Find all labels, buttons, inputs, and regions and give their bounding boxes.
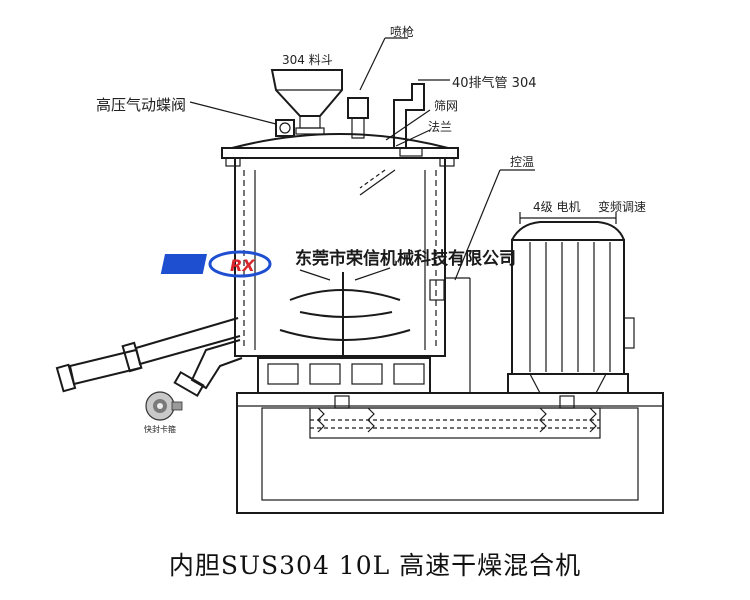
diagram-caption: 内胆SUS304 10L 高速干燥混合机 (168, 551, 582, 580)
quick-clamp (145, 391, 183, 421)
pneumatic-butterfly-valve (189, 101, 295, 137)
label-motor: 4级 电机 (533, 200, 580, 214)
screen-flange (359, 109, 431, 196)
label-screen: 筛网 (434, 98, 458, 113)
label-spray-gun: 喷枪 (390, 24, 414, 39)
company-logo: RX (160, 250, 272, 278)
logo-badge (160, 254, 208, 274)
motor (507, 212, 635, 394)
mixing-vessel (221, 133, 459, 394)
pulley-belt (309, 395, 601, 439)
base-frame (236, 392, 664, 514)
hopper (270, 69, 343, 135)
logo-text: RX (230, 256, 255, 275)
label-quick-clamp: 快封卡箍 (144, 424, 176, 434)
label-hopper: 304 料斗 (282, 53, 333, 67)
label-exhaust-pipe: 40排气管 304 (452, 75, 537, 91)
label-flange: 法兰 (428, 120, 452, 134)
label-pneumatic-valve: 高压气动蝶阀 (96, 96, 186, 114)
company-name: 东莞市荣信机械科技有限公司 (295, 248, 516, 269)
temperature-control (429, 169, 535, 393)
spray-gun (347, 37, 408, 139)
exhaust-pipe (393, 79, 450, 148)
discharge-pipe (55, 317, 243, 398)
label-temp-control: 控温 (510, 155, 534, 169)
label-vfd: 变频调速 (598, 199, 646, 214)
